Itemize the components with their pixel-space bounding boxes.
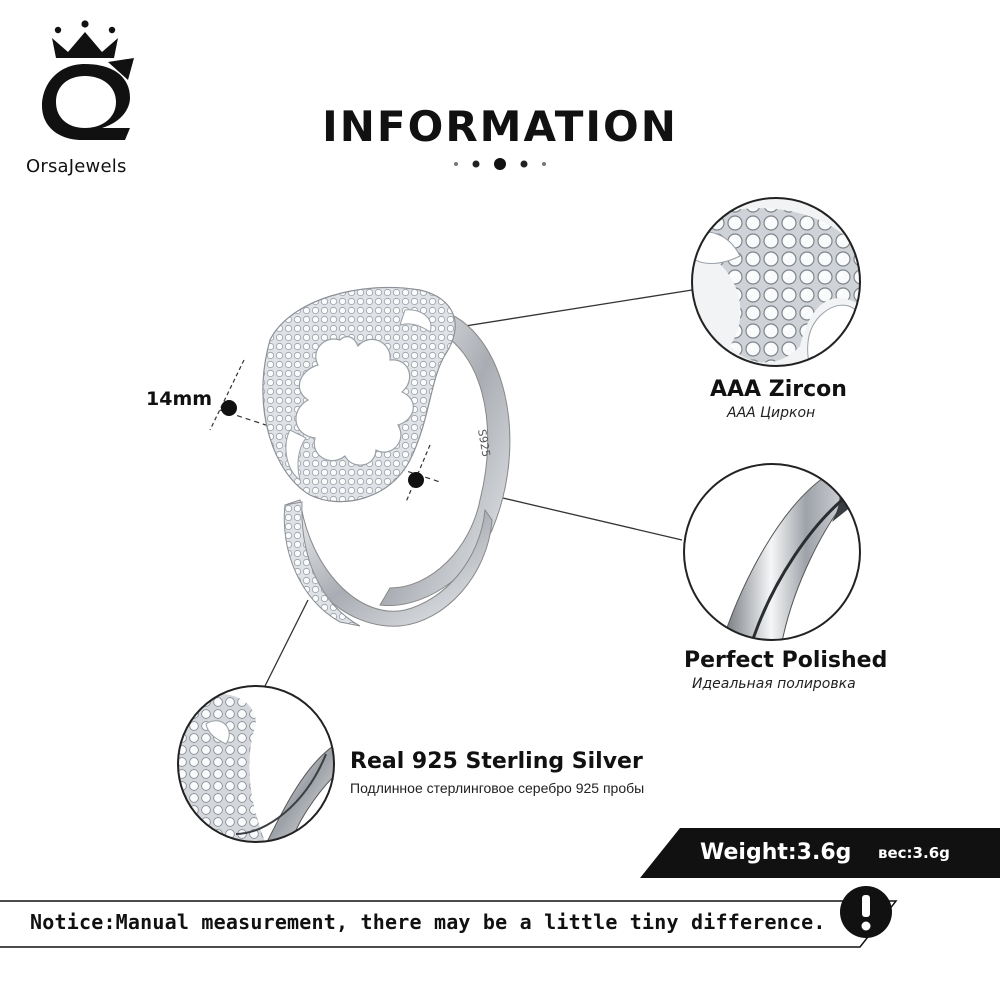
weight-label: Weight:3.6g bbox=[700, 840, 852, 865]
page-title: INFORMATION bbox=[322, 102, 678, 151]
stamp-text: S925 bbox=[475, 428, 493, 458]
polished-band-closeup-icon bbox=[683, 463, 861, 641]
crown-o-logo-icon bbox=[42, 20, 134, 140]
feature-subtitle-polished: Идеальная полировка bbox=[692, 676, 856, 692]
silver-closeup-icon bbox=[177, 685, 335, 843]
feature-subtitle-silver: Подлинное стерлинговое серебро 925 пробы bbox=[350, 780, 645, 796]
feature-title-zircon: AAA Zircon bbox=[710, 377, 847, 402]
exclamation-icon bbox=[840, 886, 892, 938]
feature-title-polished: Perfect Polished bbox=[684, 648, 888, 673]
feature-subtitle-zircon: AAA Циркон bbox=[727, 405, 816, 421]
brand-name: OrsaJewels bbox=[26, 156, 127, 177]
feature-title-silver: Real 925 Sterling Silver bbox=[350, 749, 643, 774]
openwork-zircon-ring-icon: S925 bbox=[262, 286, 511, 627]
zircon-closeup-icon bbox=[691, 197, 861, 367]
dimension-label: 14mm bbox=[146, 388, 213, 410]
notice-text: Notice:Manual measurement, there may be … bbox=[30, 910, 826, 934]
weight-banner bbox=[640, 828, 1000, 878]
weight-label-ru: вес:3.6g bbox=[878, 844, 950, 862]
five-dots-divider-icon bbox=[454, 158, 546, 170]
